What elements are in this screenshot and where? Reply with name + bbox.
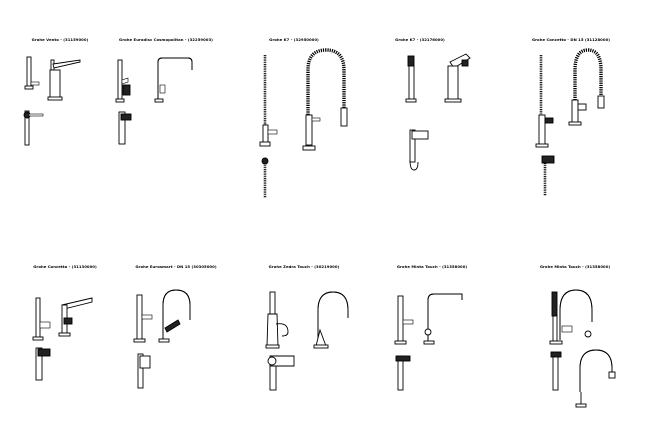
faucet-drawing-7	[133, 289, 191, 389]
faucet-drawing-3	[259, 48, 348, 198]
faucet-drawing-1	[23, 56, 81, 146]
faucet-drawing-4	[405, 53, 471, 171]
faucet-label-9: Grohe Minta Touch - (31358000)	[396, 264, 468, 269]
faucet-label-3: Grohe K7 - (32950000)	[269, 37, 319, 42]
faucet-label-4: Grohe K7 - (32176000)	[395, 37, 445, 42]
faucet-drawing-5	[535, 48, 605, 196]
faucet-label-5: Grohe Concetto - DN 15 (31128000)	[531, 37, 611, 42]
faucet-label-10: Grohe Minta Touch - (31358000)	[539, 264, 611, 269]
faucet-drawing-2	[115, 57, 193, 145]
faucet-drawing-8	[265, 291, 349, 391]
faucet-drawing-6	[32, 297, 93, 381]
faucet-label-6: Grohe Concetto - (31130000)	[33, 264, 97, 269]
faucet-drawing-10	[549, 289, 616, 408]
faucet-drawing-9	[394, 293, 463, 391]
faucet-label-2: Grohe Eurodisc Cosmopolitan - (32259003)	[119, 37, 213, 42]
faucet-label-8: Grohe Zedra Touch - (30219000)	[268, 264, 340, 269]
faucet-label-1: Grohe Vento - (31159000)	[31, 37, 89, 42]
faucet-label-7: Grohe Eurosmart - DN 15 (30305000)	[135, 264, 217, 269]
